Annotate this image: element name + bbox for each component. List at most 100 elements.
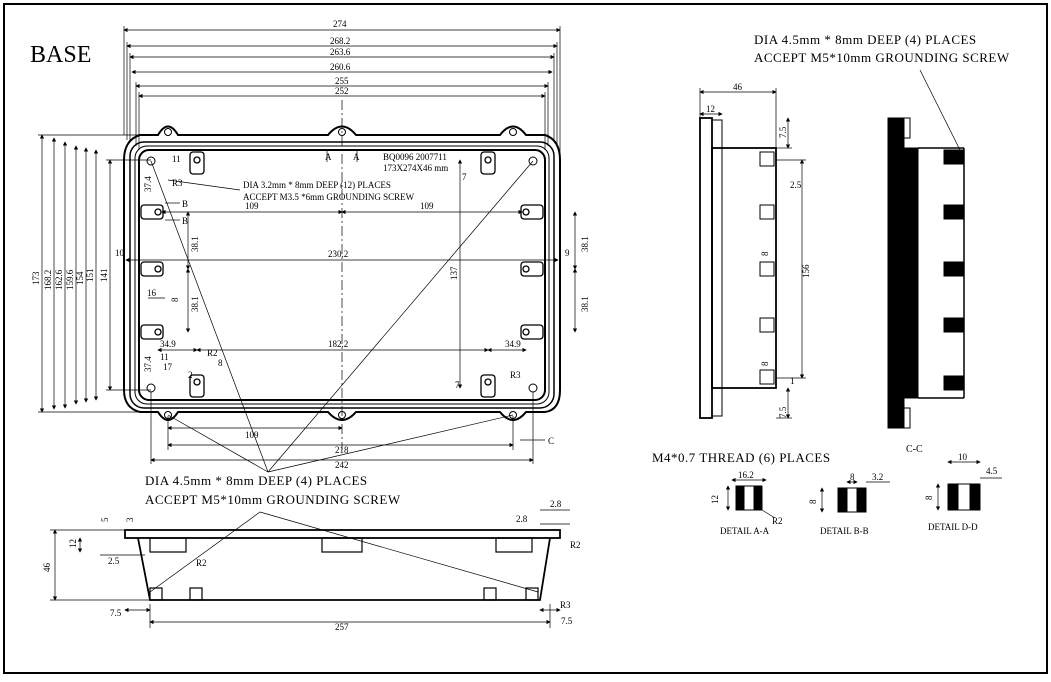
front-dim-46: 46 [42, 563, 52, 573]
dim-bottom-218: 218 [335, 445, 349, 455]
side-dim-156: 156 [801, 264, 811, 278]
detail-a [725, 477, 776, 519]
dim-2: 2 [188, 370, 193, 380]
top-view [38, 26, 578, 473]
side-body [711, 147, 777, 389]
model-code: BQ0096 2007711 [383, 152, 447, 162]
dim-151: 151 [85, 269, 95, 283]
screw-bosses [140, 151, 544, 398]
detail-d-label: DETAIL D-D [928, 522, 978, 532]
dim-141: 141 [99, 269, 109, 283]
dim-109-right: 109 [420, 201, 434, 211]
front-body [137, 537, 551, 601]
cc-flange [887, 117, 905, 429]
detail-b [819, 479, 890, 513]
side-dim-7-5-b: 7.5 [778, 406, 788, 418]
side-dim-8-b: 8 [760, 361, 770, 366]
dim-173: 173 [31, 271, 41, 285]
side-bosses [759, 151, 775, 385]
section-cc-label: C-C [906, 444, 923, 455]
dim-38-c: 38.1 [580, 236, 590, 252]
top-right-note-line1: DIA 4.5mm * 8mm DEEP (4) PLACES [754, 32, 977, 47]
front-dim-2-8-a: 2.8 [550, 499, 562, 509]
section-c: C [548, 436, 554, 446]
detail-d [935, 459, 1002, 511]
detail-a-16-2: 16.2 [738, 470, 754, 480]
dim-274: 274 [333, 19, 347, 29]
section-a-left: A [325, 152, 332, 162]
dim-38-d: 38.1 [580, 296, 590, 312]
dim-154: 154 [75, 271, 85, 285]
dim-37-b: 37.4 [143, 356, 153, 372]
side-dim-7-5-a: 7.5 [778, 126, 788, 138]
front-dim-lines [50, 509, 570, 628]
side-dim-46: 46 [733, 82, 743, 92]
detail-a-label: DETAIL A-A [720, 526, 770, 536]
dim-r3-a: R3 [172, 178, 183, 188]
dim-9: 9 [565, 248, 570, 258]
dim-260: 260.6 [330, 62, 351, 72]
section-cc [887, 69, 965, 429]
dim-255: 255 [335, 76, 349, 86]
detail-a-r2: R2 [772, 516, 783, 526]
top-right-note-line2: ACCEPT M5*10mm GROUNDING SCREW [754, 50, 1010, 65]
dim-bottom-109: 109 [245, 430, 259, 440]
front-dim-2-5: 2.5 [108, 556, 120, 566]
front-dim-r2-a: R2 [570, 540, 581, 550]
dim-8: 8 [170, 297, 180, 302]
side-dim-lines [699, 88, 806, 419]
front-dim-257: 257 [335, 622, 349, 632]
front-dim-7-5-b: 7.5 [561, 616, 573, 626]
cc-bosses [943, 149, 965, 391]
detail-b-8-v: 8 [808, 499, 818, 504]
model-size: 173X274X46 mm [383, 163, 448, 173]
dim-182: 182.2 [328, 339, 348, 349]
dim-252: 252 [335, 86, 349, 96]
dim-10: 10 [115, 248, 125, 258]
front-dim-r2-b: R2 [196, 558, 207, 568]
top-dim-lines [38, 26, 578, 473]
detail-b-3-2: 3.2 [872, 472, 883, 482]
side-dim-8-a: 8 [760, 251, 770, 256]
dim-230: 230.2 [328, 249, 348, 259]
dim-168: 168.2 [43, 270, 53, 290]
dim-263: 263.6 [330, 47, 351, 57]
thread-note: M4*0.7 THREAD (6) PLACES [652, 450, 831, 465]
detail-b-label: DETAIL B-B [820, 526, 869, 536]
section-b-top: B [182, 199, 188, 209]
flange-outline [123, 125, 561, 421]
front-dim-7-5-a: 7.5 [110, 608, 122, 618]
dim-17: 17 [163, 362, 173, 372]
side-dim-1: 1 [790, 376, 795, 386]
dim-8-b: 8 [218, 358, 223, 368]
front-dim-2-8-b: 2.8 [516, 514, 528, 524]
section-b-bottom: B [182, 216, 188, 226]
dim-38-b: 38.1 [190, 296, 200, 312]
detail-b-8: 8 [850, 472, 855, 482]
side-view [699, 88, 806, 419]
side-dim-12: 12 [706, 104, 715, 114]
side-dim-2-5: 2.5 [790, 180, 802, 190]
dim-38-a: 38.1 [190, 236, 200, 252]
sheet-border [3, 3, 1048, 674]
dim-37-a: 37.4 [143, 176, 153, 192]
cc-wall [903, 147, 919, 399]
detail-a-12: 12 [710, 495, 720, 504]
dim-162: 162.6 [54, 269, 64, 290]
dim-bottom-242: 242 [335, 460, 349, 470]
detail-d-4-5: 4.5 [986, 466, 998, 476]
section-a-right: A [353, 152, 360, 162]
front-dim-5: 5 [100, 517, 110, 522]
detail-d-10: 10 [958, 452, 968, 462]
front-bosses [149, 537, 539, 601]
side-flange [699, 117, 713, 419]
side-lip [711, 119, 723, 417]
bottom-note-line2: ACCEPT M5*10mm GROUNDING SCREW [145, 492, 401, 507]
dim-7-a: 7 [462, 172, 467, 182]
detail-d-8: 8 [924, 495, 934, 500]
dim-34-left: 34.9 [160, 339, 176, 349]
front-view [50, 509, 570, 628]
front-dim-12: 12 [68, 539, 78, 548]
dim-r2: R2 [207, 348, 218, 358]
